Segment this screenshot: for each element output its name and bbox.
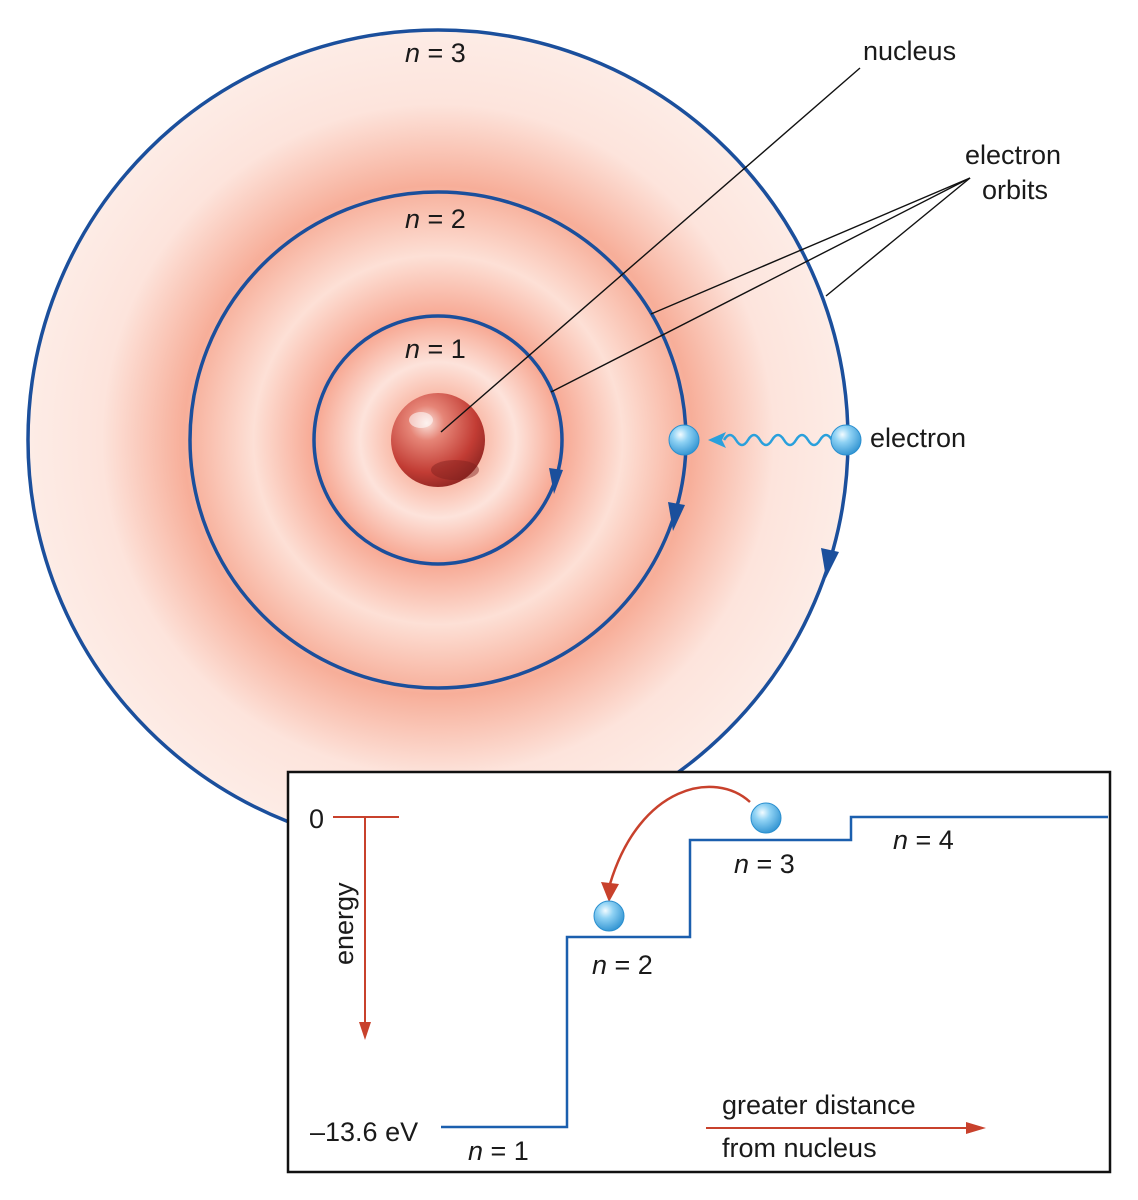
- orbit-n2-arrow-icon: [668, 502, 685, 531]
- transition-arc: [608, 785, 751, 885]
- photon-arrow-icon: [708, 432, 726, 448]
- distance-label-line1: greater distance: [722, 1090, 916, 1120]
- energy-axis-arrow-icon: [359, 1022, 371, 1040]
- transition-arrow-icon: [601, 882, 619, 902]
- level-label-n3: n = 3: [734, 849, 795, 879]
- ground-energy-label: –13.6 eV: [310, 1117, 418, 1147]
- energy-level-steps: [441, 815, 1108, 1129]
- electron-inner: [668, 424, 700, 456]
- electron-level-n2: [593, 900, 625, 932]
- electron-label: electron: [870, 423, 966, 453]
- orbits-leader-line-3: [825, 177, 971, 297]
- orbit-label-n1: n = 1: [405, 334, 466, 364]
- photon-wave: [722, 433, 834, 447]
- orbit-n1: [312, 314, 564, 566]
- orbits-leader-line-2: [650, 177, 971, 315]
- nucleus: [391, 393, 485, 487]
- electron-orbits-label-line2: orbits: [982, 175, 1048, 205]
- nucleus-leader-line: [440, 67, 861, 433]
- distance-arrow-icon: [966, 1122, 986, 1134]
- level-label-n1: n = 1: [468, 1136, 529, 1166]
- level-label-n2: n = 2: [592, 950, 653, 980]
- energy-level-diagram: 0 energy –13.6 eV n = 1 n = 2 n = 3 n = …: [286, 770, 1112, 1174]
- orbits-leader-line-1: [550, 177, 971, 393]
- electron-orbits-label-line1: electron: [965, 140, 1061, 170]
- atom: n = 1 n = 2 n = 3 nucleus electron orbit…: [26, 28, 1061, 852]
- orbit-n3-arrow-icon: [821, 548, 839, 578]
- electron-level-n3: [750, 802, 782, 834]
- zero-energy-label: 0: [309, 804, 324, 834]
- level-label-n4: n = 4: [893, 825, 954, 855]
- energy-diagram-frame: [286, 770, 1112, 1174]
- distance-label-line2: from nucleus: [722, 1133, 877, 1163]
- orbit-label-n3: n = 3: [405, 38, 466, 68]
- energy-axis-label: energy: [329, 882, 359, 965]
- orbit-n1-arrow-icon: [549, 468, 563, 494]
- nucleus-label: nucleus: [863, 36, 956, 66]
- orbit-label-n2: n = 2: [405, 204, 466, 234]
- electron-outer: [830, 424, 862, 456]
